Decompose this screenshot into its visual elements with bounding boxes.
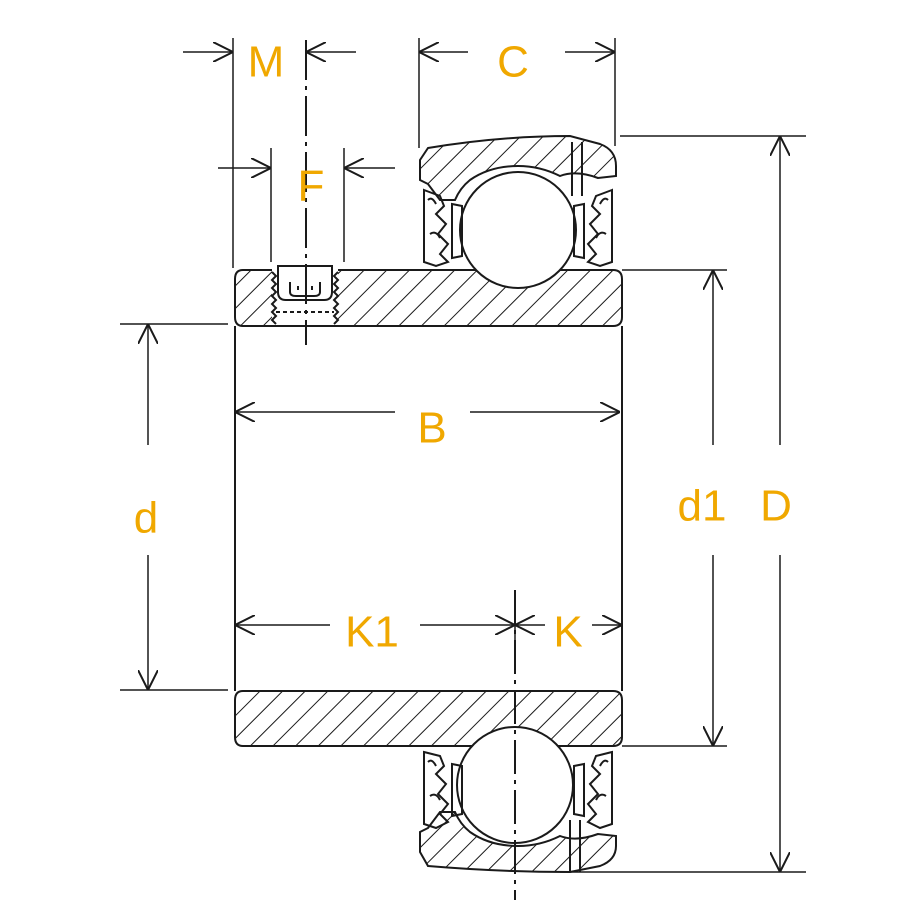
outer-ring-upper-section bbox=[419, 134, 617, 201]
label-k1: K1 bbox=[345, 608, 399, 657]
label-k: K bbox=[553, 608, 582, 657]
seal-upper-left bbox=[423, 188, 463, 268]
outer-ring-lower-section bbox=[419, 811, 617, 874]
outer-ring-lube-hole-lower bbox=[569, 820, 581, 872]
inner-ring-lower-section bbox=[234, 690, 623, 747]
label-d-outer: D bbox=[760, 482, 792, 531]
seal-lower-right bbox=[573, 750, 613, 830]
ball-upper bbox=[459, 171, 577, 289]
dimension-lines bbox=[148, 52, 780, 872]
label-d: d bbox=[134, 494, 158, 543]
seal-upper-right bbox=[573, 188, 613, 268]
label-c: C bbox=[497, 38, 529, 87]
label-m: M bbox=[248, 38, 285, 87]
label-f: F bbox=[298, 162, 325, 211]
seal-lower-left bbox=[423, 750, 463, 830]
label-d1: d1 bbox=[678, 482, 727, 531]
label-b: B bbox=[417, 404, 446, 453]
outer-ring-lube-hole bbox=[571, 142, 583, 196]
